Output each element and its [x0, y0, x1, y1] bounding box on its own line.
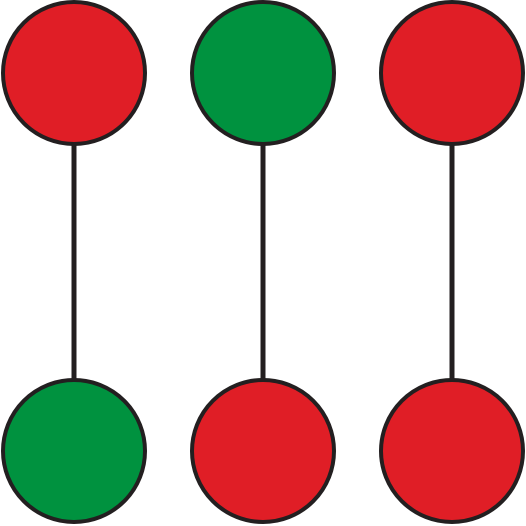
bottom-circle-green: [1, 378, 147, 524]
top-circle-green: [190, 0, 336, 146]
pair-1: [1, 0, 147, 524]
bottom-circle-red: [379, 378, 525, 524]
pair-3: [379, 0, 525, 524]
bottom-circle-red: [190, 378, 336, 524]
pair-2: [190, 0, 336, 524]
top-circle-red: [1, 0, 147, 146]
top-circle-red: [379, 0, 525, 146]
